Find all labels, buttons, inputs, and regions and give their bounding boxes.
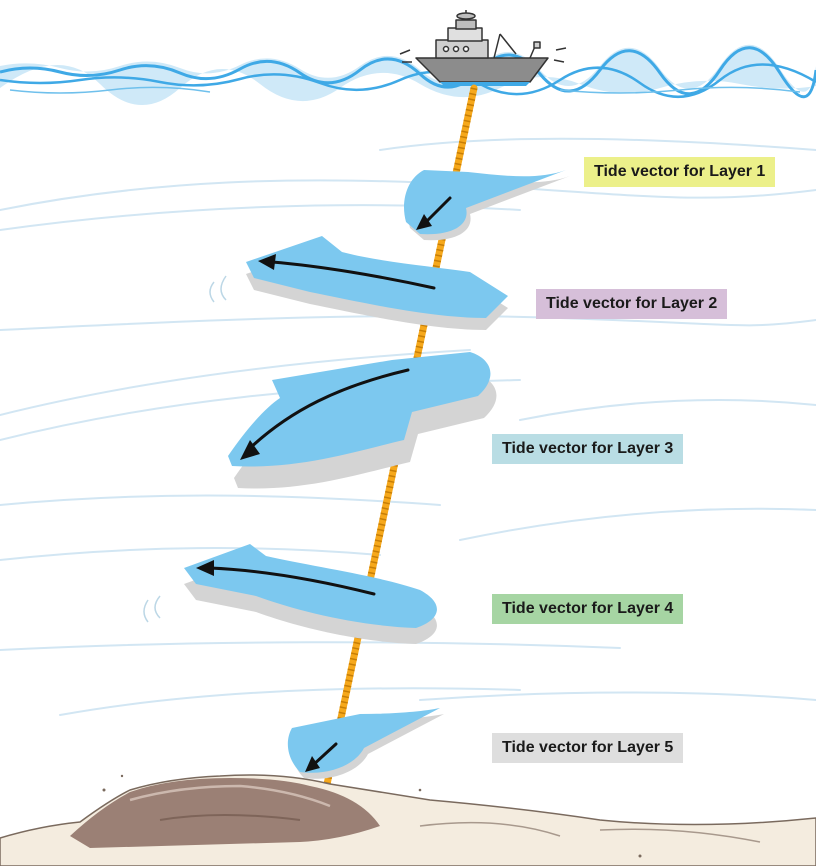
tide-arrow-layer-3: [228, 352, 496, 489]
seabed: [0, 775, 816, 866]
label-layer-4: Tide vector for Layer 4: [492, 594, 683, 624]
tide-arrow-layer-5: [288, 708, 444, 779]
label-layer-3: Tide vector for Layer 3: [492, 434, 683, 464]
label-layer-1: Tide vector for Layer 1: [584, 157, 775, 187]
tide-arrow-layer-4: [144, 544, 437, 644]
tide-arrow-layer-1: [404, 170, 570, 240]
label-layer-2: Tide vector for Layer 2: [536, 289, 727, 319]
current-arrows: [144, 170, 570, 779]
label-layer-5: Tide vector for Layer 5: [492, 733, 683, 763]
water-surface: [0, 45, 816, 105]
